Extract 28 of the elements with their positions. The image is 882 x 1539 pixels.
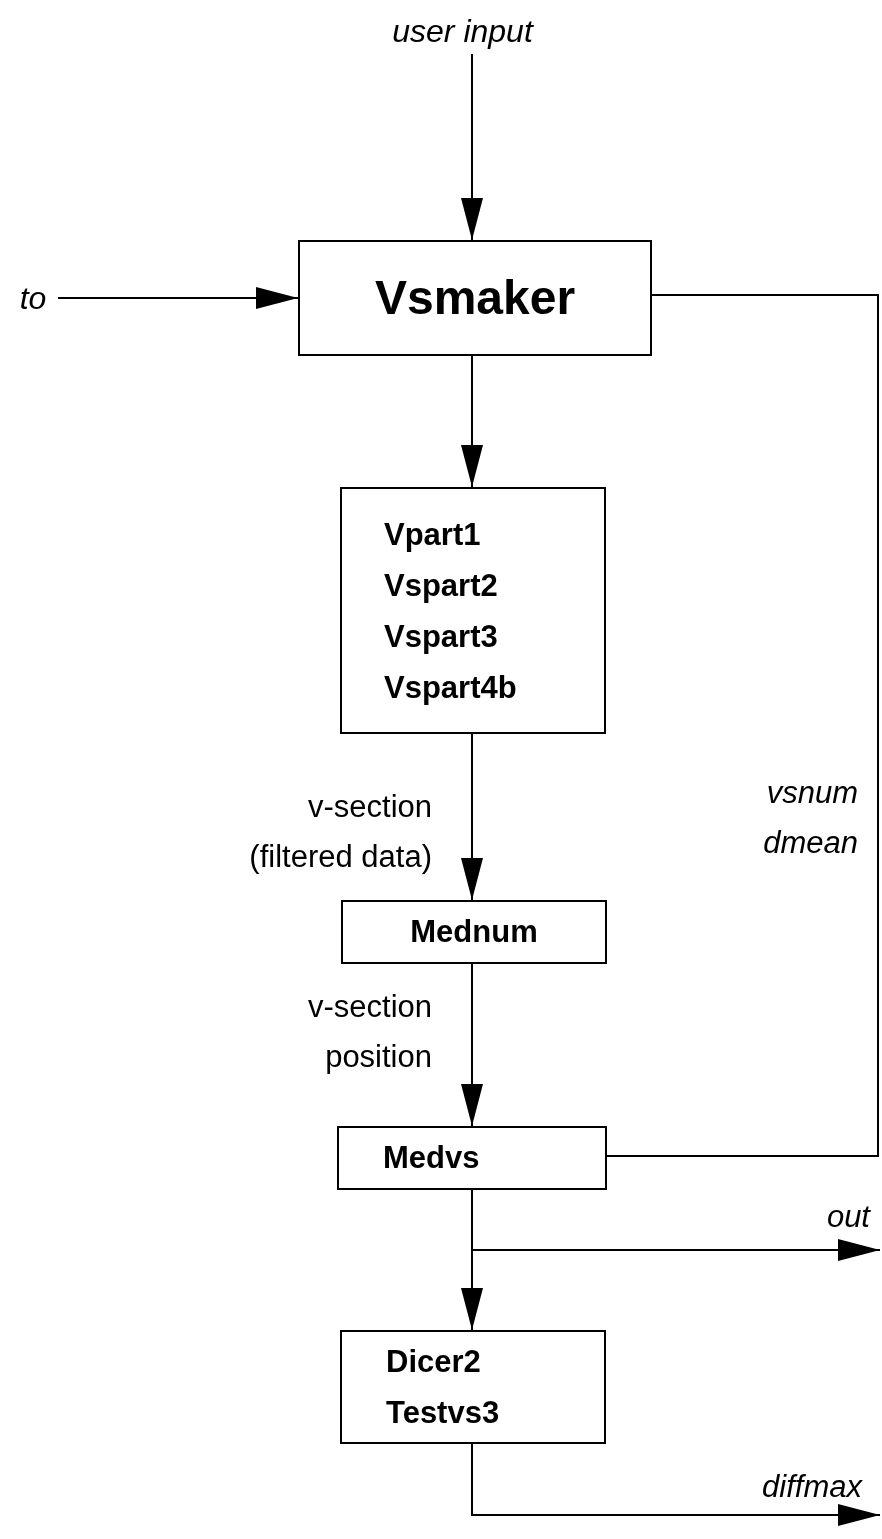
arrow <box>461 355 483 488</box>
arrow <box>57 287 299 309</box>
box-label: Dicer2 <box>386 1343 481 1381</box>
box-label: Vspart3 <box>384 617 498 656</box>
edge-label: diffmax <box>761 1468 862 1506</box>
box-label: Vsmaker <box>374 270 576 327</box>
edge-label: v-section position <box>306 988 432 1076</box>
process-box <box>340 1330 606 1444</box>
process-box <box>341 900 607 964</box>
box-label: Testvs3 <box>386 1394 500 1432</box>
edge-label: v-section (filtered data) <box>248 788 432 876</box>
arrow <box>461 963 483 1127</box>
box-label: Vpart1 <box>384 515 481 554</box>
edge-label: out <box>825 1198 870 1236</box>
arrow <box>461 733 483 901</box>
input-text: user input <box>360 8 565 54</box>
connector-line <box>606 294 879 1157</box>
process-box <box>337 1126 607 1190</box>
box-label: Vspart2 <box>384 566 498 605</box>
arrow <box>471 1443 881 1526</box>
arrow <box>461 53 483 241</box>
box-label: Medvs <box>383 1139 480 1177</box>
box-label: Mednum <box>410 913 538 951</box>
input-text: to <box>8 276 58 320</box>
process-box <box>298 240 652 356</box>
edge-label: vsnum dmean <box>762 774 858 862</box>
box-label: Vspart4b <box>384 668 517 707</box>
process-box <box>340 487 606 734</box>
